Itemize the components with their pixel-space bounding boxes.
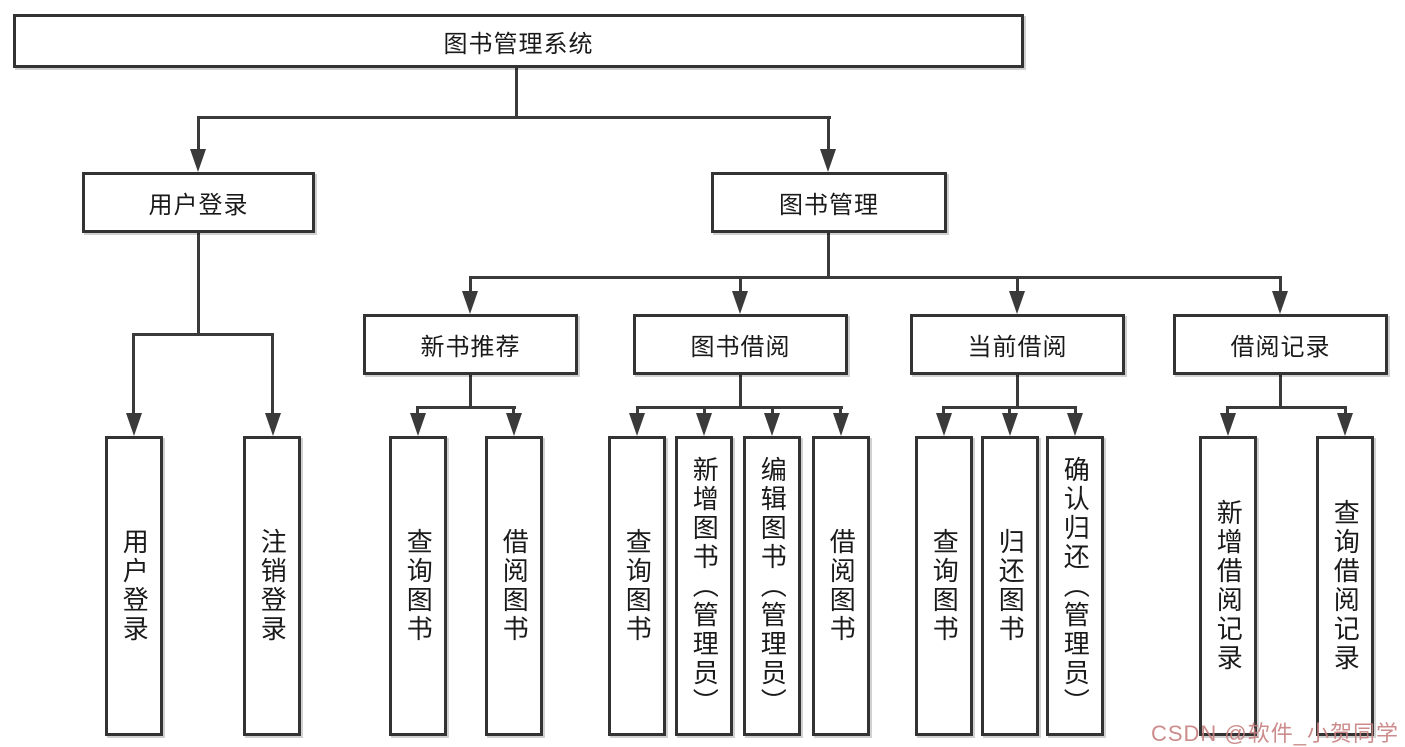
arrow-down-icon — [1272, 291, 1288, 314]
connector-line — [416, 406, 516, 409]
connector-line — [469, 279, 472, 292]
leaf-logout-label: 注销登录 — [257, 528, 288, 644]
arrow-down-icon — [190, 149, 206, 172]
connector-line — [942, 406, 1077, 409]
connector-line — [1016, 375, 1019, 406]
node-new-book-recommend-label: 新书推荐 — [420, 334, 521, 361]
connector-line — [827, 233, 830, 276]
leaf-borrow-query-book-label: 查询图书 — [622, 528, 653, 644]
leaf-logout: 注销登录 — [243, 436, 301, 736]
leaf-query-borrow-record-label: 查询借阅记录 — [1330, 499, 1361, 673]
arrow-down-icon — [820, 149, 836, 172]
leaf-user-login-label: 用户登录 — [119, 528, 150, 644]
arrow-down-icon — [265, 413, 281, 436]
connector-line — [1344, 409, 1347, 414]
leaf-borrow-book-label: 借阅图书 — [826, 528, 857, 644]
leaf-query-borrow-record: 查询借阅记录 — [1316, 436, 1374, 736]
connector-line — [515, 68, 518, 118]
arrow-down-icon — [764, 413, 780, 436]
node-book-management-label: 图书管理 — [779, 192, 879, 219]
connector-line — [132, 333, 274, 336]
watermark: CSDN @软件_小贺同学 — [1150, 721, 1399, 746]
node-root-label: 图书管理系统 — [443, 30, 594, 58]
leaf-user-login: 用户登录 — [105, 436, 163, 736]
arrow-down-icon — [506, 413, 522, 436]
connector-line — [416, 409, 419, 414]
arrow-down-icon — [1337, 413, 1353, 436]
node-root: 图书管理系统 — [13, 14, 1024, 68]
leaf-recommend-query-book: 查询图书 — [389, 436, 447, 736]
connector-line — [771, 409, 774, 414]
arrow-down-icon — [1220, 413, 1236, 436]
connector-line — [512, 409, 515, 414]
connector-line — [1008, 409, 1011, 414]
leaf-add-borrow-record: 新增借阅记录 — [1199, 436, 1257, 736]
arrow-down-icon — [410, 413, 426, 436]
connector-line — [1279, 279, 1282, 292]
leaf-current-query-book-label: 查询图书 — [929, 528, 960, 644]
arrow-down-icon — [936, 413, 952, 436]
node-current-borrow: 当前借阅 — [910, 314, 1125, 375]
connector-line — [271, 336, 274, 414]
connector-line — [197, 233, 200, 333]
leaf-confirm-return-admin: 确认归还（管理员） — [1046, 436, 1104, 736]
connector-line — [739, 375, 742, 406]
connector-line — [636, 406, 843, 409]
connector-line — [1226, 406, 1347, 409]
connector-line — [132, 336, 135, 414]
connector-line — [1074, 409, 1077, 414]
connector-line — [942, 409, 945, 414]
connector-line — [1226, 409, 1229, 414]
connector-line — [1016, 279, 1019, 292]
node-user-login-label: 用户登录 — [148, 192, 249, 219]
node-book-borrow-label: 图书借阅 — [690, 334, 791, 361]
arrow-down-icon — [1009, 291, 1025, 314]
node-book-management: 图书管理 — [711, 172, 947, 233]
arrow-down-icon — [462, 291, 478, 314]
node-borrow-records: 借阅记录 — [1173, 314, 1388, 375]
leaf-add-book-admin: 新增图书（管理员） — [675, 436, 733, 736]
arrow-down-icon — [732, 291, 748, 314]
arrow-down-icon — [696, 413, 712, 436]
connector-line — [636, 409, 639, 414]
node-new-book-recommend: 新书推荐 — [363, 314, 578, 375]
leaf-recommend-query-book-label: 查询图书 — [403, 528, 434, 644]
leaf-add-book-admin-label: 新增图书（管理员） — [689, 455, 720, 717]
node-borrow-records-label: 借阅记录 — [1230, 334, 1331, 361]
leaf-return-book-label: 归还图书 — [995, 528, 1026, 644]
leaf-confirm-return-admin-label: 确认归还（管理员） — [1060, 455, 1091, 717]
leaf-recommend-borrow-book: 借阅图书 — [485, 436, 543, 736]
connector-line — [827, 119, 830, 151]
connector-line — [469, 276, 1282, 279]
leaf-borrow-query-book: 查询图书 — [608, 436, 666, 736]
leaf-edit-book-admin-label: 编辑图书（管理员） — [757, 455, 788, 717]
arrow-down-icon — [629, 413, 645, 436]
node-user-login: 用户登录 — [82, 172, 315, 233]
arrow-down-icon — [1067, 413, 1083, 436]
leaf-add-borrow-record-label: 新增借阅记录 — [1213, 499, 1244, 673]
arrow-down-icon — [833, 413, 849, 436]
leaf-edit-book-admin: 编辑图书（管理员） — [743, 436, 801, 736]
leaf-borrow-book: 借阅图书 — [812, 436, 870, 736]
connector-line — [469, 375, 472, 406]
connector-line — [197, 119, 200, 151]
arrow-down-icon — [1002, 413, 1018, 436]
node-book-borrow: 图书借阅 — [633, 314, 848, 375]
leaf-current-query-book: 查询图书 — [915, 436, 973, 736]
connector-line — [839, 409, 842, 414]
connector-line — [703, 409, 706, 414]
leaf-recommend-borrow-book-label: 借阅图书 — [499, 528, 530, 644]
arrow-down-icon — [126, 413, 142, 436]
connector-line — [1279, 375, 1282, 406]
connector-line — [197, 116, 831, 119]
connector-line — [739, 279, 742, 292]
leaf-return-book: 归还图书 — [981, 436, 1039, 736]
node-current-borrow-label: 当前借阅 — [967, 334, 1068, 361]
